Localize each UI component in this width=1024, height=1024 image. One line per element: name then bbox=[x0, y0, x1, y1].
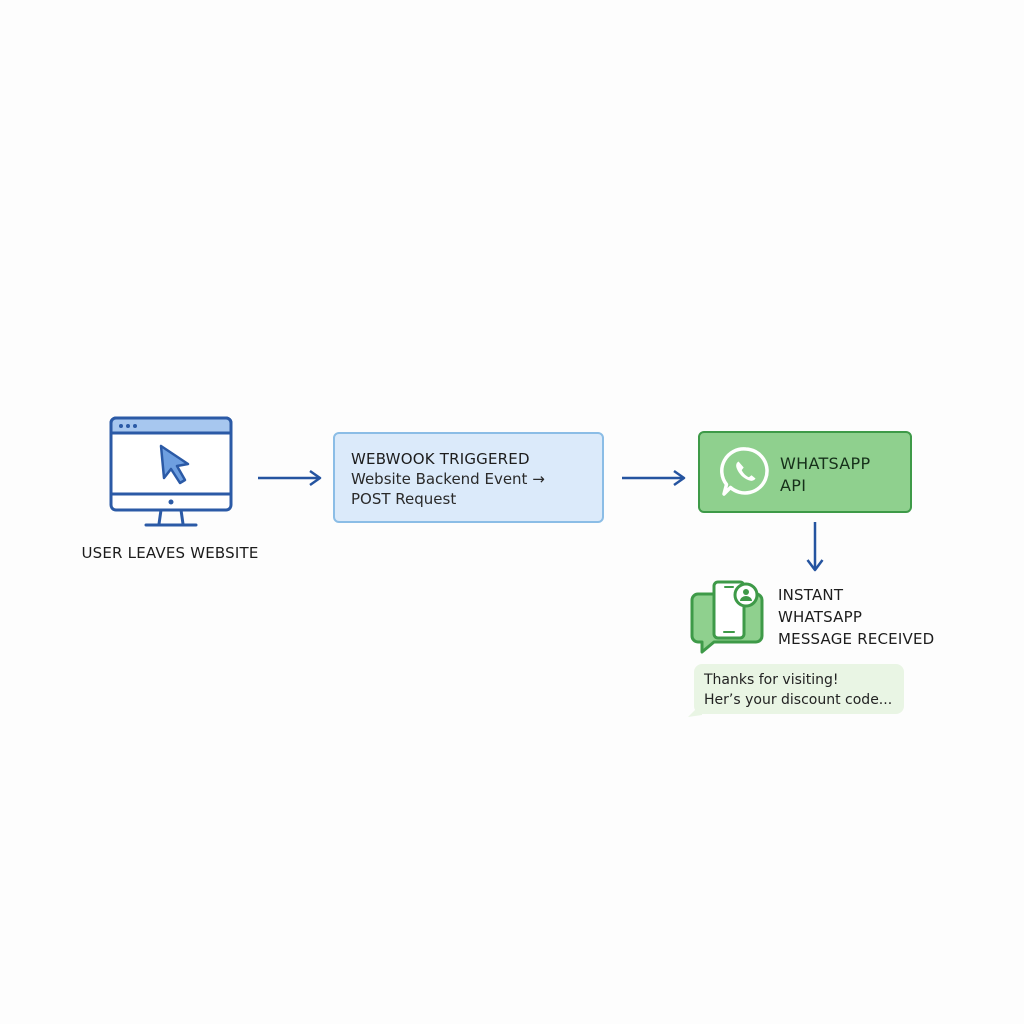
webhook-description-line: POST Request bbox=[351, 490, 457, 508]
whatsapp-api-step-box: WHATSAPP API bbox=[698, 431, 912, 513]
arrow-right-icon bbox=[256, 468, 326, 488]
message-label-line: MESSAGE RECEIVED bbox=[778, 630, 935, 648]
webhook-title: WEBWOOK TRIGGERED bbox=[351, 450, 530, 468]
whatsapp-api-title: WHATSAPP API bbox=[780, 453, 870, 497]
api-title-line: WHATSAPP bbox=[780, 454, 871, 473]
arrow-down-icon bbox=[803, 520, 827, 574]
arrow-right-icon bbox=[620, 468, 690, 488]
phone-chat-icon bbox=[690, 578, 768, 654]
step-label-user-leaves: USER LEAVES WEBSITE bbox=[81, 544, 259, 562]
message-label-line: WHATSAPP bbox=[778, 608, 863, 626]
chat-message-bubble: Thanks for visiting! Her’s your discount… bbox=[694, 664, 904, 714]
chat-message-line: Her’s your discount code... bbox=[704, 692, 893, 708]
message-label-line: INSTANT bbox=[778, 586, 844, 604]
chat-message-line: Thanks for visiting! bbox=[704, 672, 839, 688]
step-label-message-received: INSTANT WHATSAPP MESSAGE RECEIVED bbox=[778, 584, 978, 650]
api-title-line: API bbox=[780, 476, 807, 495]
monitor-cursor-icon bbox=[106, 414, 236, 534]
webhook-description-line: Website Backend Event → bbox=[351, 470, 545, 488]
whatsapp-logo-icon bbox=[720, 446, 772, 498]
webhook-step-box: WEBWOOK TRIGGERED Website Backend Event … bbox=[333, 432, 604, 523]
